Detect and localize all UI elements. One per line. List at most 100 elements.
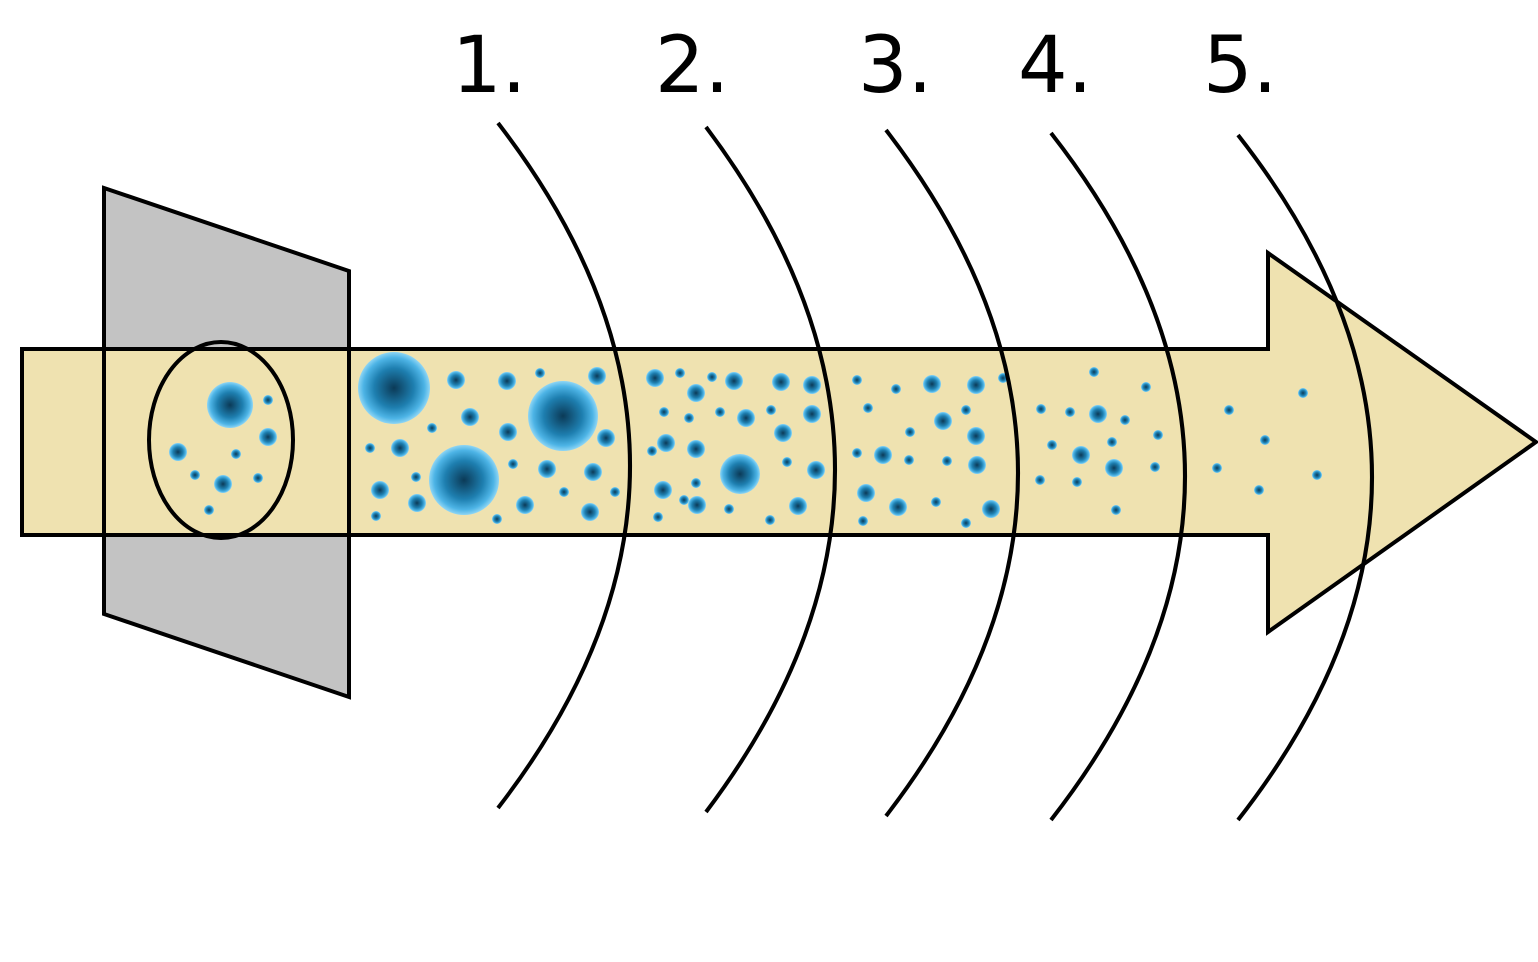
medium-particle <box>923 375 941 393</box>
medium-particle <box>498 372 516 390</box>
medium-particle <box>774 424 792 442</box>
stage-arc-1 <box>496 121 632 810</box>
stage-arc-4 <box>1049 131 1187 822</box>
small-particle <box>508 459 518 469</box>
small-particle <box>715 407 725 417</box>
medium-particle <box>967 427 985 445</box>
small-particle <box>905 427 915 437</box>
stage-label-5: 5. <box>1203 21 1277 111</box>
small-particle <box>891 384 901 394</box>
medium-particle <box>807 461 825 479</box>
medium-particle <box>657 434 675 452</box>
small-particle <box>1260 435 1270 445</box>
medium-particle <box>687 384 705 402</box>
medium-particle <box>803 376 821 394</box>
small-particle <box>190 470 200 480</box>
large-particle <box>528 381 598 451</box>
large-particle <box>358 352 430 424</box>
small-particle <box>766 405 776 415</box>
small-particle <box>1141 382 1151 392</box>
medium-particle <box>720 454 760 494</box>
small-particle <box>231 449 241 459</box>
small-particle <box>365 443 375 453</box>
small-particle <box>858 516 868 526</box>
small-particle <box>863 403 873 413</box>
medium-particle <box>391 439 409 457</box>
stage-arc-2 <box>704 125 837 814</box>
large-particle <box>429 445 499 515</box>
small-particle <box>1153 430 1163 440</box>
stage-arc-5 <box>1236 133 1374 822</box>
small-particle <box>559 487 569 497</box>
medium-particle <box>688 496 706 514</box>
medium-particle <box>447 371 465 389</box>
small-particle <box>724 504 734 514</box>
small-particle <box>411 472 421 482</box>
medium-particle <box>259 428 277 446</box>
small-particle <box>492 514 502 524</box>
small-particle <box>1089 367 1099 377</box>
stage-arc-3 <box>884 128 1020 818</box>
medium-particle <box>967 376 985 394</box>
small-particle <box>1120 415 1130 425</box>
large-particle <box>207 382 253 428</box>
medium-particle <box>654 481 672 499</box>
small-particle <box>961 405 971 415</box>
medium-particle <box>772 373 790 391</box>
medium-particle <box>803 405 821 423</box>
small-particle <box>852 375 862 385</box>
medium-particle <box>646 369 664 387</box>
small-particle <box>679 495 689 505</box>
small-particle <box>675 368 685 378</box>
small-particle <box>535 368 545 378</box>
small-particle <box>961 518 971 528</box>
medium-particle <box>169 443 187 461</box>
small-particle <box>942 456 952 466</box>
medium-particle <box>725 372 743 390</box>
medium-particle <box>499 423 517 441</box>
small-particle <box>1150 462 1160 472</box>
medium-particle <box>1089 405 1107 423</box>
small-particle <box>684 413 694 423</box>
small-particle <box>1212 463 1222 473</box>
filter-stage-arcs <box>496 121 1374 822</box>
small-particle <box>610 487 620 497</box>
small-particle <box>765 515 775 525</box>
small-particle <box>1312 470 1322 480</box>
stage-label-4: 4. <box>1018 21 1092 111</box>
small-particle <box>782 457 792 467</box>
stage-label-1: 1. <box>452 21 526 111</box>
small-particle <box>1036 404 1046 414</box>
small-particle <box>904 455 914 465</box>
medium-particle <box>1072 446 1090 464</box>
particles <box>169 352 1322 528</box>
small-particle <box>1065 407 1075 417</box>
small-particle <box>1047 440 1057 450</box>
medium-particle <box>461 408 479 426</box>
small-particle <box>1224 405 1234 415</box>
small-particle <box>1254 485 1264 495</box>
small-particle <box>653 512 663 522</box>
medium-particle <box>371 481 389 499</box>
medium-particle <box>588 367 606 385</box>
small-particle <box>253 473 263 483</box>
small-particle <box>647 446 657 456</box>
medium-particle <box>982 500 1000 518</box>
medium-particle <box>408 494 426 512</box>
sample-ellipse <box>147 340 295 540</box>
small-particle <box>427 423 437 433</box>
medium-particle <box>516 496 534 514</box>
medium-particle <box>889 498 907 516</box>
small-particle <box>852 448 862 458</box>
small-particle <box>659 407 669 417</box>
medium-particle <box>214 475 232 493</box>
arrow-inside-filter <box>106 351 347 533</box>
small-particle <box>204 505 214 515</box>
medium-particle <box>857 484 875 502</box>
small-particle <box>931 497 941 507</box>
medium-particle <box>538 460 556 478</box>
medium-particle <box>874 446 892 464</box>
small-particle <box>371 511 381 521</box>
